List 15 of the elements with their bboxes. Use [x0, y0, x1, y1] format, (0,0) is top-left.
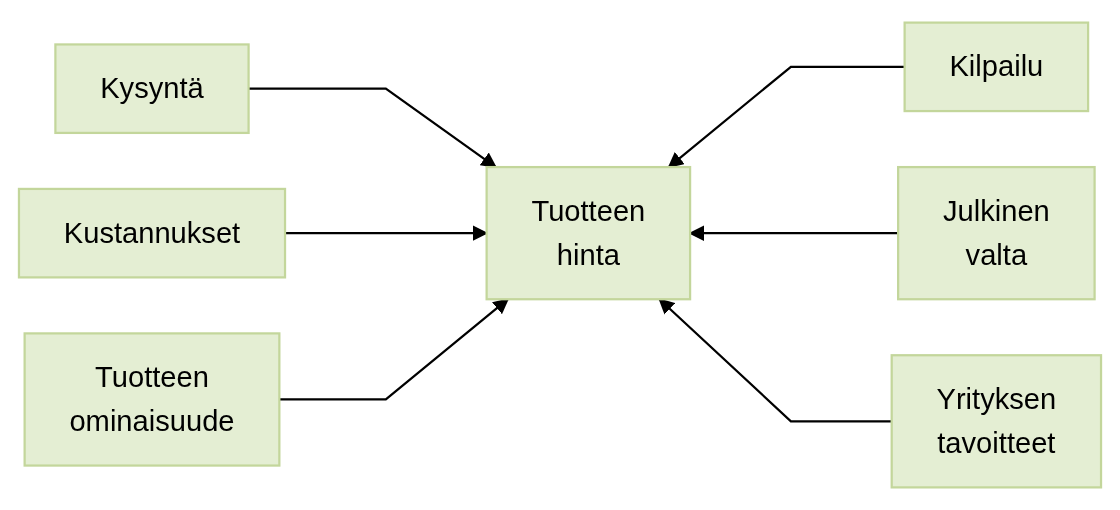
factor-box: [903, 21, 1090, 113]
node-label: Kilpailu: [949, 48, 1044, 86]
node-label: Tuotteen hinta: [531, 192, 646, 274]
factor-box: [485, 165, 692, 301]
node-label: Kysyntä: [100, 70, 204, 107]
node-label: Kustannukset: [63, 214, 241, 252]
factor-box: [23, 332, 281, 467]
node-label: Yrityksen tavoitteet: [936, 381, 1057, 462]
factor-box: [897, 165, 1096, 301]
factor-box: [890, 354, 1103, 489]
node-label: Julkinen valta: [942, 192, 1050, 274]
factor-box: [54, 43, 250, 135]
node-label: Tuotteen ominaisuude: [69, 359, 235, 440]
factor-box: [17, 187, 287, 279]
arrow: [248, 87, 497, 168]
